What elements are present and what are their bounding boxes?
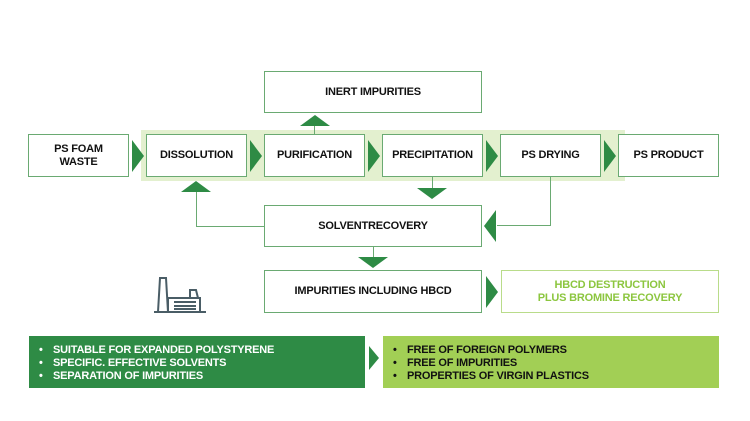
inert-impurities-box: INERT IMPURITIES: [264, 71, 482, 113]
connector-drying-down: [550, 177, 551, 226]
connector-drying-left: [497, 225, 551, 226]
benefits-list: •FREE OF FOREIGN POLYMERS •FREE OF IMPUR…: [393, 344, 719, 383]
arrow-right-icon: [369, 346, 379, 370]
arrow-down-icon: [417, 188, 447, 199]
step-precipitation-label: PRECIPITATION: [392, 149, 473, 161]
ps-foam-waste-box: PS FOAM WASTE: [28, 134, 129, 177]
connector-solvent-impurities: [373, 247, 374, 257]
step-ps-drying-box: PS DRYING: [500, 134, 601, 177]
ps-foam-waste-label: PS FOAM WASTE: [54, 142, 103, 168]
connector-solvent-up: [196, 191, 197, 227]
list-item: •FREE OF FOREIGN POLYMERS: [393, 344, 567, 356]
step-precipitation-box: PRECIPITATION: [382, 134, 483, 177]
arrow-up-to-inert-icon: [300, 115, 330, 126]
arrow-right-icon: [486, 140, 498, 172]
connector-precipitation-solvent: [432, 177, 433, 189]
arrow-right-icon: [132, 140, 144, 172]
benefits-panel: •FREE OF FOREIGN POLYMERS •FREE OF IMPUR…: [383, 336, 719, 388]
step-dissolution-label: DISSOLUTION: [160, 149, 233, 161]
list-item: •SPECIFIC. EFFECTIVE SOLVENTS: [39, 357, 227, 369]
solvent-recovery-label: SOLVENTRECOVERY: [318, 219, 428, 232]
step-dissolution-box: DISSOLUTION: [146, 134, 247, 177]
list-item: •PROPERTIES OF VIRGIN PLASTICS: [393, 370, 589, 382]
step-ps-drying-label: PS DRYING: [521, 149, 580, 161]
step-purification-label: PURIFICATION: [276, 149, 352, 161]
inert-impurities-label: INERT IMPURITIES: [325, 85, 421, 98]
list-item: •SUITABLE FOR EXPANDED POLYSTYRENE: [39, 344, 275, 356]
hbcd-destruction-line2: PLUS BROMINE RECOVERY: [537, 291, 683, 304]
features-panel: •SUITABLE FOR EXPANDED POLYSTYRENE •SPEC…: [29, 336, 365, 388]
impurities-hbcd-box: IMPURITIES INCLUDING HBCD: [264, 270, 482, 313]
ps-product-label: PS PRODUCT: [633, 149, 704, 161]
arrow-right-icon: [250, 140, 262, 172]
arrow-down-icon: [358, 257, 388, 268]
connector-solvent-left: [196, 226, 264, 227]
arrow-right-icon: [368, 140, 380, 172]
list-item: •SEPARATION OF IMPURITIES: [39, 370, 204, 382]
arrow-right-icon: [486, 276, 498, 308]
arrow-left-icon: [484, 210, 496, 242]
arrow-up-to-dissolution-icon: [181, 181, 211, 192]
factory-icon: [150, 268, 210, 318]
features-list: •SUITABLE FOR EXPANDED POLYSTYRENE •SPEC…: [39, 344, 365, 383]
step-purification-box: PURIFICATION: [264, 134, 365, 177]
hbcd-destruction-box: HBCD DESTRUCTION PLUS BROMINE RECOVERY: [501, 270, 719, 313]
ps-product-box: PS PRODUCT: [618, 134, 719, 177]
solvent-recovery-box: SOLVENTRECOVERY: [264, 205, 482, 247]
arrow-right-icon: [604, 140, 616, 172]
hbcd-destruction-line1: HBCD DESTRUCTION: [554, 278, 666, 291]
connector-purification-inert: [314, 124, 315, 134]
impurities-hbcd-label: IMPURITIES INCLUDING HBCD: [294, 285, 452, 297]
list-item: •FREE OF IMPURITIES: [393, 357, 518, 369]
